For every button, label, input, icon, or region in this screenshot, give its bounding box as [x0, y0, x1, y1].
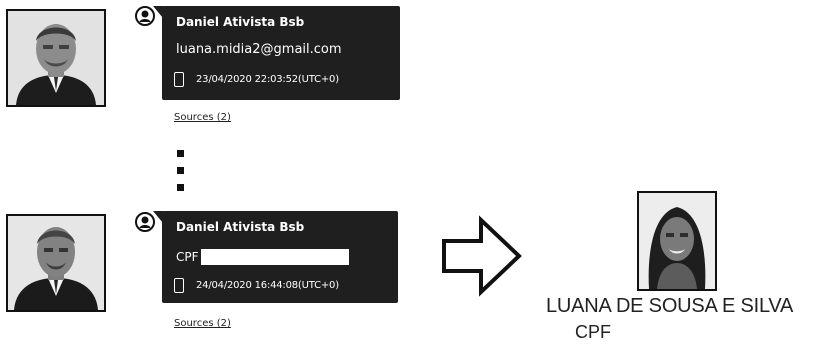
message-bubble[interactable]: Daniel Ativista Bsb CPF 24/04/2020 16:44…	[162, 211, 398, 303]
right-arrow-icon	[441, 215, 523, 297]
sender-photo	[6, 9, 106, 107]
timestamp-row: 23/04/2020 22:03:52(UTC+0)	[174, 72, 339, 87]
message-text: luana.midia2@gmail.com	[176, 42, 342, 57]
vertical-ellipsis-icon	[177, 150, 185, 192]
result-cpf-label: CPF	[575, 322, 611, 343]
message-timestamp: 24/04/2020 16:44:08(UTC+0)	[196, 280, 339, 291]
result-person-name: LUANA DE SOUSA E SILVA	[546, 295, 793, 318]
bubble-tail	[153, 6, 163, 18]
sender-name: Daniel Ativista Bsb	[176, 220, 304, 234]
phone-icon	[174, 278, 184, 293]
message-entry-1: Daniel Ativista Bsb luana.midia2@gmail.c…	[0, 0, 420, 140]
person-icon	[135, 6, 155, 26]
person-icon	[135, 212, 155, 232]
message-entry-2: Daniel Ativista Bsb CPF 24/04/2020 16:44…	[0, 205, 420, 345]
sender-name: Daniel Ativista Bsb	[176, 15, 304, 29]
result-photo	[637, 191, 717, 291]
man-portrait-image	[8, 216, 104, 310]
message-bubble[interactable]: Daniel Ativista Bsb luana.midia2@gmail.c…	[162, 6, 400, 100]
phone-icon	[174, 72, 184, 87]
sources-link[interactable]: Sources (2)	[174, 112, 231, 123]
redaction-box	[201, 249, 349, 265]
man-portrait-image	[8, 11, 104, 105]
sources-link[interactable]: Sources (2)	[174, 318, 231, 329]
sender-photo	[6, 214, 106, 312]
woman-portrait-image	[639, 193, 715, 289]
bubble-tail	[153, 211, 163, 223]
timestamp-row: 24/04/2020 16:44:08(UTC+0)	[174, 278, 339, 293]
message-timestamp: 23/04/2020 22:03:52(UTC+0)	[196, 74, 339, 85]
cpf-label: CPF	[176, 250, 199, 264]
cpf-row: CPF	[176, 248, 349, 266]
